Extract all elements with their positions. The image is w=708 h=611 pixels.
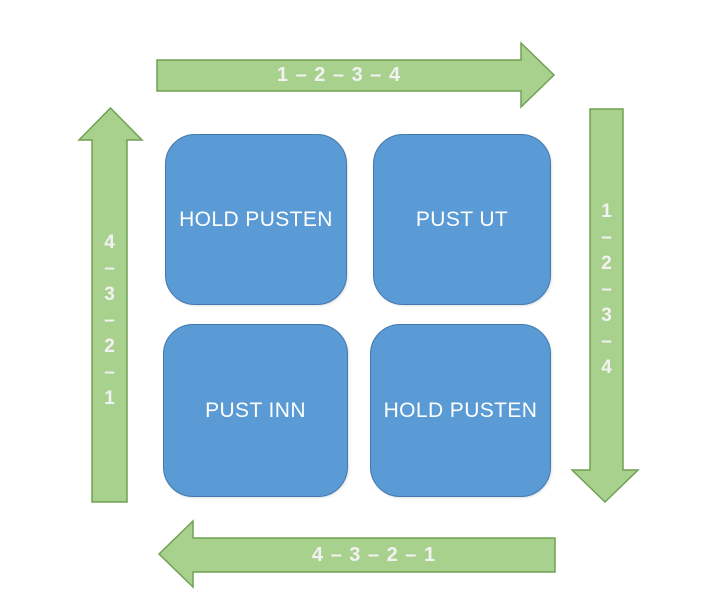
top-arrow-label: 1 – 2 – 3 – 4 [276,64,402,86]
left-arrow: 4 – 3 – 2 – 1 [77,106,144,503]
right-arrow-char: – [601,330,612,352]
box-label: PUST INN [205,398,306,422]
top-arrow: 1 – 2 – 3 – 4 [156,41,556,109]
box-label: HOLD PUSTEN [383,398,538,422]
arrow-left-icon [157,519,556,589]
left-arrow-label: 4 – 3 – 2 – 1 [92,140,127,502]
right-arrow-char: 4 [601,356,612,378]
box-pust-ut: PUST UT [373,134,551,305]
left-arrow-char: 4 [104,232,115,253]
right-arrow-char: 2 [601,252,612,274]
box-label: PUST UT [415,207,509,231]
bottom-arrow: 4 – 3 – 2 – 1 [157,519,556,589]
bottom-arrow-label: 4 – 3 – 2 – 1 [311,543,437,566]
box-hold-pusten-top: HOLD PUSTEN [165,134,347,305]
right-arrow: 1 – 2 – 3 – 4 [570,108,640,504]
right-arrow-label: 1 – 2 – 3 – 4 [590,109,623,470]
left-arrow-char: 3 [104,284,115,305]
box-label: HOLD PUSTEN [179,207,333,231]
right-arrow-char: – [601,278,612,300]
box-hold-pusten-bottom: HOLD PUSTEN [370,324,551,497]
arrow-right-icon [156,41,556,109]
right-arrow-char: 3 [601,304,612,326]
arrow-up-icon [77,106,144,503]
box-pust-inn: PUST INN [163,324,348,497]
right-arrow-char: – [601,226,612,248]
left-arrow-char: – [104,258,115,279]
right-arrow-char: 1 [601,200,612,222]
left-arrow-char: – [104,310,115,331]
left-arrow-char: 2 [104,336,115,357]
left-arrow-char: – [104,362,115,383]
left-arrow-char: 1 [104,388,115,409]
arrow-down-icon [570,108,640,504]
